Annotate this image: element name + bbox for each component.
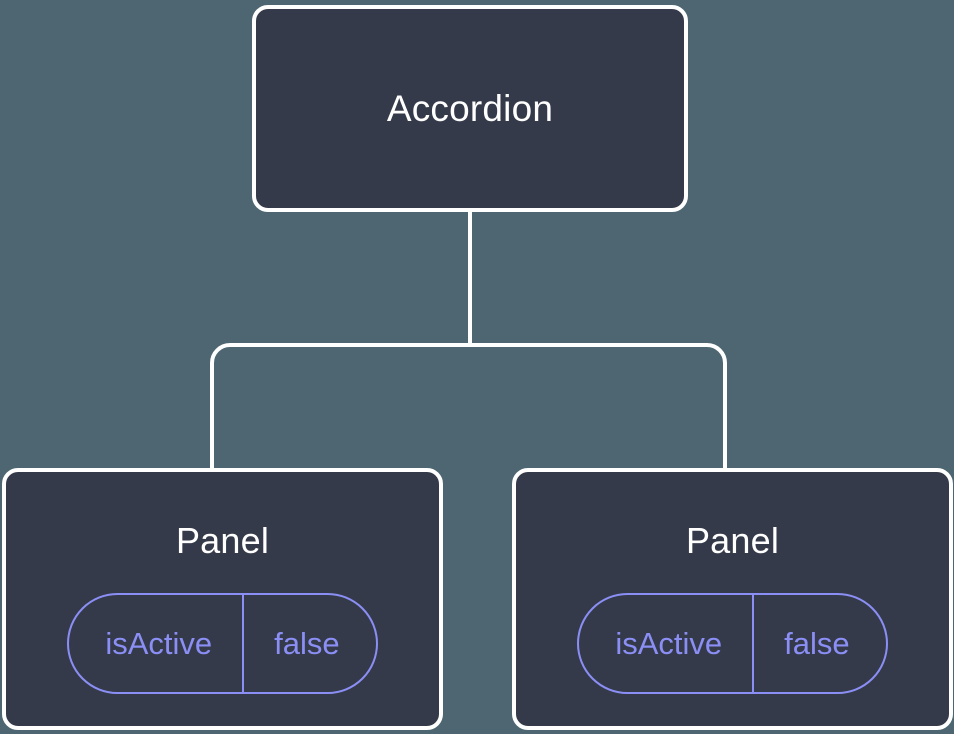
node-panel-left-label: Panel — [175, 520, 270, 561]
prop-key-right: isActive — [615, 626, 723, 661]
edge-bus-to-panel-left — [210, 343, 470, 472]
node-panel-right[interactable]: Panel isActive false — [512, 468, 953, 730]
edge-bus-to-panel-right — [470, 343, 727, 472]
node-accordion-label: Accordion — [386, 88, 554, 129]
prop-pill-right[interactable]: isActive false — [577, 593, 888, 694]
prop-key-left: isActive — [105, 626, 213, 661]
prop-pill-left[interactable]: isActive false — [67, 593, 378, 694]
node-panel-right-label: Panel — [685, 520, 780, 561]
node-panel-left[interactable]: Panel isActive false — [2, 468, 443, 730]
prop-value-left: false — [242, 595, 375, 692]
node-accordion[interactable]: Accordion — [252, 5, 688, 212]
prop-value-right: false — [752, 595, 885, 692]
